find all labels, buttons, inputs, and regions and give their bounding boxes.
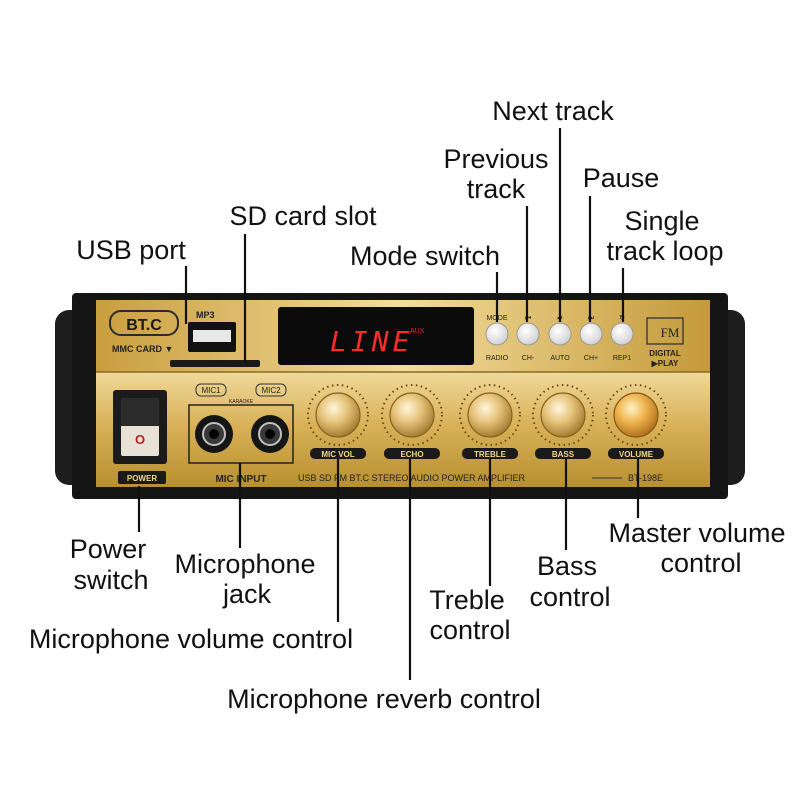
label-microphone-jack-1: Microphone xyxy=(174,549,315,579)
label-mode-switch: Mode switch xyxy=(350,241,500,271)
fm-logo xyxy=(646,317,684,345)
svg-text:REP1: REP1 xyxy=(613,355,631,362)
label-bass-control-1: Bass xyxy=(537,551,597,581)
label-treble-control-1: Treble xyxy=(429,585,505,615)
label-microphone-jack-2: jack xyxy=(222,579,272,609)
label-previous-track-1: Previous xyxy=(443,144,548,174)
mmc-card-label: MMC CARD ▼ xyxy=(112,344,173,354)
label-pause: Pause xyxy=(583,163,660,193)
svg-text:RADIO: RADIO xyxy=(486,355,509,362)
leader-lines xyxy=(137,128,640,680)
next-track-button[interactable]: ⏭ CH+ xyxy=(579,315,603,362)
svg-text:CH+: CH+ xyxy=(584,355,598,362)
svg-text:⏭: ⏭ xyxy=(588,315,595,322)
label-usb-port: USB port xyxy=(76,235,186,265)
power-tag-text: POWER xyxy=(127,474,157,483)
knob-treble[interactable]: TREBLE xyxy=(459,384,521,459)
play-label: ▶PLAY xyxy=(651,359,679,368)
knob-mic-vol[interactable]: MIC VOL xyxy=(307,384,369,459)
sd-card-slot[interactable] xyxy=(170,360,260,367)
svg-text:VOLUME: VOLUME xyxy=(619,450,654,459)
model-number: BT-198E xyxy=(628,473,663,483)
knob-echo[interactable]: ECHO xyxy=(381,384,443,459)
svg-text:CH-: CH- xyxy=(522,355,535,362)
label-power-switch-1: Power xyxy=(70,534,147,564)
mic1-tag xyxy=(195,383,227,397)
svg-text:BASS: BASS xyxy=(552,450,575,459)
label-master-volume-1: Master volume xyxy=(608,518,785,548)
display-text: LINE xyxy=(330,325,413,358)
mp3-label: MP3 xyxy=(196,310,215,320)
knob-bass[interactable]: BASS xyxy=(532,384,594,459)
label-master-volume-2: control xyxy=(660,548,741,578)
mic-jack-2[interactable] xyxy=(251,415,289,453)
knob-volume[interactable]: VOLUME xyxy=(605,384,667,459)
brand-badge xyxy=(109,310,179,336)
power-tag xyxy=(118,471,166,484)
svg-text:MIC VOL: MIC VOL xyxy=(321,450,354,459)
label-microphone-reverb: Microphone reverb control xyxy=(227,684,541,714)
label-single-track-loop-1: Single xyxy=(624,206,699,236)
mic1-label: MIC1 xyxy=(201,386,221,395)
model-strip: USB SD FM BT.C STEREO AUDIO POWER AMPLIF… xyxy=(298,473,526,483)
callout-labels: Next track Previous track Pause Single t… xyxy=(29,96,786,714)
mic2-tag xyxy=(255,383,287,397)
label-single-track-loop-2: track loop xyxy=(606,236,723,266)
label-sd-card-slot: SD card slot xyxy=(229,201,377,231)
svg-text:ECHO: ECHO xyxy=(400,450,423,459)
label-power-switch-2: switch xyxy=(73,565,148,595)
svg-text:TREBLE: TREBLE xyxy=(474,450,507,459)
label-next-track: Next track xyxy=(492,96,614,126)
display-sub: AUX xyxy=(410,328,425,335)
brand-badge-text: BT.C xyxy=(126,317,162,334)
label-treble-control-2: control xyxy=(429,615,510,645)
karaoke-label: KARAOKE xyxy=(229,399,254,405)
fm-logo-text: FM xyxy=(661,325,680,340)
svg-text:AUTO: AUTO xyxy=(550,355,570,362)
label-bass-control-2: control xyxy=(529,582,610,612)
amplifier-unit: BT.C MMC CARD ▼ MP3 LINE AUX MODE RADIO … xyxy=(55,293,745,499)
svg-text:O: O xyxy=(135,432,145,447)
label-microphone-volume: Microphone volume control xyxy=(29,624,353,654)
label-previous-track-2: track xyxy=(467,174,526,204)
mic-jack-1[interactable] xyxy=(195,415,233,453)
mic2-label: MIC2 xyxy=(261,386,281,395)
digital-label: DIGITAL xyxy=(649,349,681,358)
transport-buttons: MODE RADIO ⏮ CH- ⏯ AUTO ⏭ CH+ ↻ xyxy=(485,315,634,362)
led-display xyxy=(278,307,474,365)
